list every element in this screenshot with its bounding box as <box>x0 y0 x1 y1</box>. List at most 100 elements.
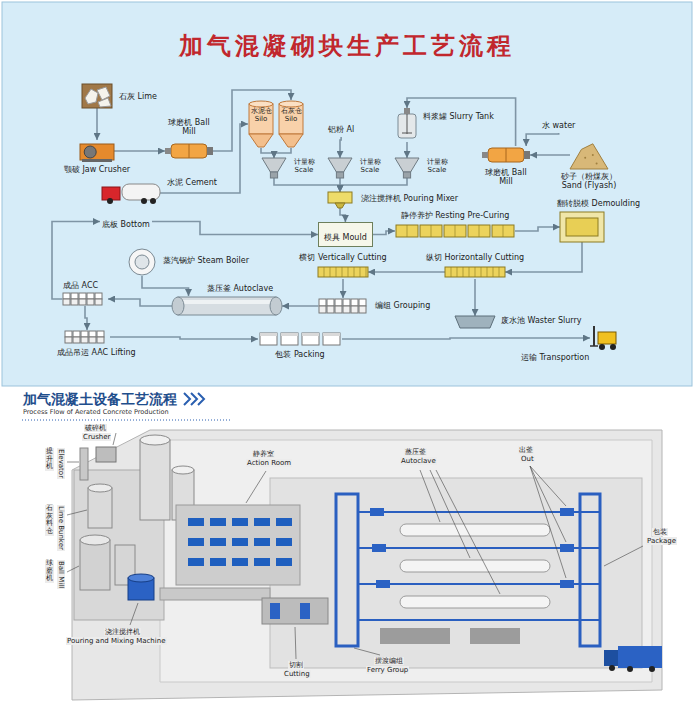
icon-part <box>610 344 616 350</box>
sand-icon <box>570 141 608 169</box>
part-label: 提升机 <box>45 448 54 471</box>
icon-part <box>469 267 470 277</box>
icon-part <box>560 212 604 242</box>
icon-part <box>584 157 586 159</box>
flow-arrow <box>282 305 318 307</box>
icon-part <box>468 225 490 237</box>
wheel <box>609 665 615 671</box>
lime-icon <box>82 84 112 108</box>
cutting-machine <box>262 598 328 624</box>
leader-line <box>67 462 79 463</box>
hopper-icon <box>395 158 419 178</box>
icon-part <box>65 331 72 337</box>
stack-icon <box>64 330 110 344</box>
flow-arrow <box>406 142 408 158</box>
icon-part <box>178 297 276 315</box>
icon-part <box>262 158 286 172</box>
pool-node: 废水池 Waster Slurry <box>455 316 495 328</box>
part-label: 切割 <box>288 661 304 669</box>
icon-part <box>84 146 96 158</box>
mould-cart <box>276 518 292 526</box>
icon-part <box>79 299 86 305</box>
cutter-icon <box>318 265 368 279</box>
icon-part <box>319 306 326 313</box>
demould-icon <box>560 212 604 242</box>
part-label: Crusher <box>82 433 111 441</box>
truck-box <box>618 646 662 668</box>
node-label: 水 water <box>542 121 575 130</box>
cart <box>370 508 384 516</box>
machine-node: 球磨机 Ball Mill <box>165 142 213 160</box>
icon-part <box>566 218 598 236</box>
cart <box>376 580 390 588</box>
icon-part <box>87 299 94 305</box>
pouring-line <box>160 588 270 600</box>
icon-part <box>335 203 345 208</box>
mould-cart <box>188 518 204 526</box>
icon-part <box>71 299 78 305</box>
node-label: 铝粉 Al <box>328 125 354 134</box>
part-label: 出釜 <box>518 446 534 454</box>
icon-part <box>65 337 72 343</box>
flow-arrow <box>368 271 445 273</box>
node-label: 底板 Bottom <box>102 220 150 229</box>
icon-part <box>327 306 334 313</box>
tank-node: 料浆罐 Slurry Tank <box>396 108 418 142</box>
scale-node: 计量称 Scale <box>328 158 352 178</box>
icon-part <box>403 172 410 178</box>
diagram-title: 加气混凝砌块生产工艺流程 <box>0 32 694 61</box>
packing-node: 包装 Packing <box>258 332 342 346</box>
icon-part <box>150 198 156 204</box>
icon-part <box>420 225 442 237</box>
leader-line <box>430 470 470 558</box>
icon-part <box>593 326 595 346</box>
hopper-icon <box>262 158 286 178</box>
icon-part <box>451 267 452 277</box>
raw-material-node: 石灰 Lime <box>82 84 112 108</box>
node-label: 计量称 Scale <box>355 158 385 174</box>
icon-part <box>398 114 416 138</box>
icon-part <box>351 306 358 313</box>
mould-cart <box>232 518 248 526</box>
cutting-part <box>270 603 280 619</box>
node-label: 静停养护 Resting Pre-Curing <box>400 211 511 220</box>
part-label: 破碎机 <box>84 424 107 432</box>
service-block <box>380 628 450 644</box>
icon-part <box>171 144 207 158</box>
icon-part <box>80 144 114 160</box>
flow-arrow <box>340 137 341 158</box>
icon-part <box>524 151 530 159</box>
crusher-machine <box>96 447 116 462</box>
autoclave-vessel <box>400 560 550 572</box>
icon-part <box>63 299 70 305</box>
mill-icon <box>482 146 530 164</box>
carts-icon <box>395 224 515 238</box>
icon-part <box>481 267 482 277</box>
chevron <box>198 393 204 405</box>
part-label: 包装 <box>652 528 668 536</box>
process-node: 横切 Vertically Cutting <box>318 265 368 279</box>
flow-arrow <box>407 98 516 146</box>
node-label: 横切 Vertically Cutting <box>298 253 387 262</box>
icon-part <box>260 333 277 345</box>
node-label: 球磨机 Ball Mill <box>166 118 212 136</box>
icon-part <box>396 225 418 237</box>
icon-part <box>359 306 366 313</box>
icon-part <box>172 297 184 315</box>
icon-part <box>402 133 412 134</box>
icon-part <box>455 316 495 328</box>
icon-part <box>89 337 96 343</box>
icon-part <box>73 331 80 337</box>
icon-part <box>330 267 331 277</box>
product-node: 成品吊运 AAC Lifting <box>64 330 110 344</box>
flow-arrow <box>340 178 407 192</box>
part-label: Elevator <box>57 448 65 479</box>
cart <box>560 580 574 588</box>
icon-part <box>141 198 147 204</box>
icon-part <box>323 333 340 336</box>
icon-part <box>431 225 432 237</box>
icon-part <box>165 148 171 154</box>
icon-part <box>335 306 342 313</box>
platform <box>72 430 662 700</box>
